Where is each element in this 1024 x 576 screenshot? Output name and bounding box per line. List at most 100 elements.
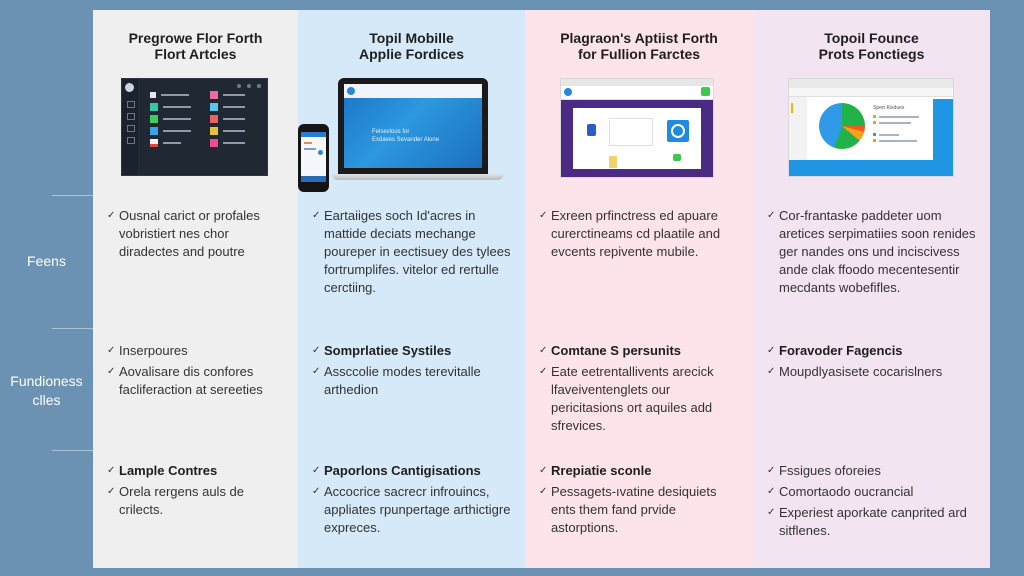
bullet-item: ✓Eate eetrentallivents arecick lfaveiven…: [539, 364, 714, 433]
laptop-base: [332, 174, 504, 180]
checkmark-icon: ✓: [312, 486, 321, 497]
pie-chart-app-screenshot: Sperr Kisdues: [788, 78, 954, 177]
fundamentals-section: ✓Somprlatiee Systiles ✓Assccolie modes t…: [298, 342, 525, 402]
list-item: [210, 139, 245, 147]
app-card: [573, 108, 701, 169]
extension-icon: [701, 87, 710, 96]
nav-icon: [127, 125, 135, 132]
checkmark-icon: ✓: [107, 210, 116, 221]
bullet-item: ✓Pessagets-ıvatine desiquiets ents them …: [539, 484, 717, 535]
list-item: [210, 115, 245, 123]
fundamentals-section: ✓Foravoder Fagencis ✓Moupdlyasisete coca…: [753, 342, 990, 384]
extras-section: ✓Lample Contres ✓Orela rergens auls de c…: [93, 462, 298, 522]
phone-display: [301, 132, 326, 182]
bullet-item: ✓Cor-frantaske paddeter uom aretices ser…: [767, 208, 976, 295]
column-title: Pregrowe Flor Forth Flort Artcles: [93, 30, 298, 62]
chat-icon: [671, 124, 685, 138]
side-pane: [789, 97, 807, 176]
column-title-line: Prots Fonctiegs: [818, 46, 925, 62]
column-title: Plagraon's Aptiist Forth for Fullion Far…: [525, 30, 753, 62]
column-3: Plagraon's Aptiist Forth for Fullion Far…: [525, 10, 753, 568]
checkmark-icon: ✓: [767, 345, 776, 356]
list-item: [150, 127, 191, 135]
pane-marker: [791, 103, 793, 113]
row-label-line: clles: [32, 392, 61, 408]
bullet-item: ✓Somprlatiee Systiles: [312, 343, 452, 358]
app-logo-icon: [125, 83, 134, 92]
checkmark-icon: ✓: [539, 366, 548, 377]
nav-icon: [127, 137, 135, 144]
phone-screenshot: [298, 124, 329, 192]
browser-tabs: [789, 79, 953, 88]
blue-panel: [933, 99, 953, 176]
app-logo-icon: [564, 88, 572, 96]
features-section: ✓Cor-frantaske paddeter uom aretices ser…: [753, 207, 990, 300]
row-divider: [52, 450, 93, 451]
checkmark-icon: ✓: [767, 366, 776, 377]
extras-section: ✓Paporlons Cantigisations ✓Accocrice sac…: [298, 462, 525, 540]
list-item: [150, 91, 189, 99]
app-body: [561, 100, 713, 177]
checkmark-icon: ✓: [767, 507, 776, 518]
bullet-item: ✓Rrepiatie sconle: [539, 463, 652, 478]
legend-marker: [873, 133, 876, 136]
status-icon: [673, 154, 681, 161]
settings-icon: [257, 84, 261, 88]
phone-text: [304, 148, 316, 150]
checkmark-icon: ✓: [539, 486, 548, 497]
edit-icon: [247, 84, 251, 88]
legend-marker: [873, 139, 876, 142]
bullet-item: ✓Lample Contres: [107, 463, 218, 478]
checkmark-icon: ✓: [767, 486, 776, 497]
browser-logo-icon: [347, 87, 355, 95]
column-title-line: Flort Artcles: [154, 46, 237, 62]
pie-legend-title: Sperr Kisdues: [873, 105, 905, 111]
checkmark-icon: ✓: [767, 210, 776, 221]
phone-footer: [301, 176, 326, 182]
form-panel: [609, 118, 653, 146]
bookmark-icon: [587, 124, 596, 136]
column-title: Topoil Founce Prots Fonctiegs: [753, 30, 990, 62]
list-item: [210, 91, 245, 99]
bullet-item: ✓Moupdlyasisete cocarislners: [767, 364, 943, 379]
row-label-fundamentals: Fundioness clles: [0, 372, 93, 410]
blue-footer: [789, 160, 953, 176]
column-title: Topil Mobille Applie Fordices: [298, 30, 525, 62]
caption-line: Felsevious for: [372, 129, 410, 135]
row-label-features: Feens: [27, 253, 66, 269]
features-section: ✓Exreen prfinctress ed apuare curerctine…: [525, 207, 753, 264]
pie-chart: [819, 103, 865, 149]
bullet-item: ✓Accocrice sacrecr infrouincs, appliates…: [312, 484, 511, 535]
browser-tabs: [561, 79, 713, 86]
bullet-item: ✓Comtane S persunits: [539, 343, 682, 358]
row-label-line: Fundioness: [10, 373, 83, 389]
list-item: [150, 103, 191, 111]
bullet-item: ✓Ousnal carict or profales vobristiert n…: [107, 208, 260, 259]
column-title-line: Topoil Founce: [824, 30, 919, 46]
browser-address-bar: [561, 86, 713, 100]
dark-app-screenshot: [121, 78, 268, 176]
checkmark-icon: ✓: [312, 465, 321, 476]
column-1: Pregrowe Flor Forth Flort Artcles ✓Ousna…: [93, 10, 298, 568]
bullet-item: ✓Paporlons Cantigisations: [312, 463, 481, 478]
bullet-item: ✓Fssigues oforeies: [767, 463, 881, 478]
search-icon: [237, 84, 241, 88]
purple-app-screenshot: [560, 78, 714, 178]
checkmark-icon: ✓: [767, 465, 776, 476]
bullet-item: ✓Exreen prfinctress ed apuare curerctine…: [539, 208, 721, 259]
list-item: [150, 139, 181, 147]
fundamentals-section: ✓Comtane S persunits ✓Eate eetrentallive…: [525, 342, 753, 438]
browser-address-bar: [789, 88, 953, 97]
phone-header: [301, 132, 326, 137]
bullet-item: ✓Eartaiiges soch Id'acres in mattide dec…: [312, 208, 511, 295]
list-item: [210, 127, 245, 135]
extras-section: ✓Fssigues oforeies ✓Comortaodo oucrancia…: [753, 462, 990, 543]
checkmark-icon: ✓: [539, 465, 548, 476]
checkmark-icon: ✓: [107, 345, 116, 356]
laptop-display: Felsevious for Exdaves Sevander Alone: [344, 84, 482, 168]
column-title-line: for Fullion Farctes: [577, 46, 701, 62]
nav-icon: [127, 101, 135, 108]
legend-marker: [873, 121, 876, 124]
laptop-screenshot: Felsevious for Exdaves Sevander Alone: [338, 78, 488, 174]
row-divider: [52, 328, 93, 329]
